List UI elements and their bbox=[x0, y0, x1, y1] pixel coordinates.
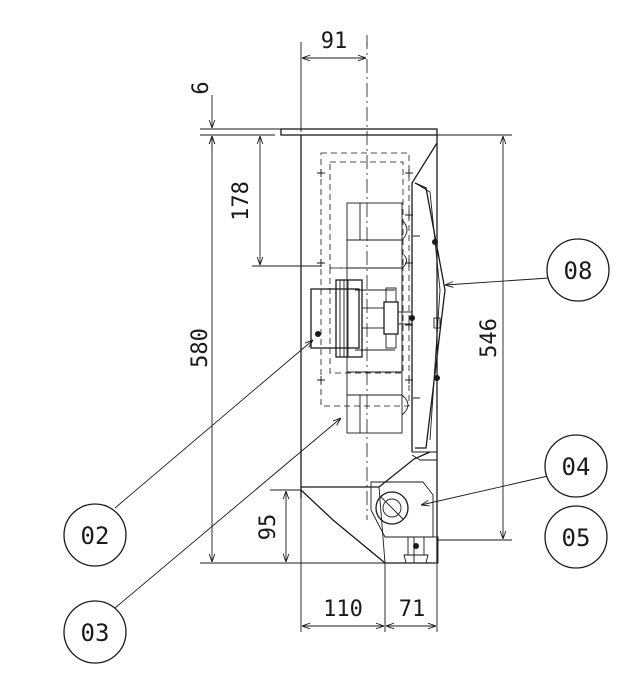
dim-91-label: 91 bbox=[321, 29, 348, 54]
top-plate bbox=[280, 128, 438, 136]
motor-body bbox=[310, 288, 360, 349]
callout-05: 05 bbox=[544, 505, 608, 569]
dim-110-label: 110 bbox=[323, 597, 363, 622]
dim-95-label: 95 bbox=[256, 514, 281, 541]
dim-546-label: 546 bbox=[477, 318, 502, 358]
callout-05-label: 05 bbox=[562, 524, 591, 552]
callout-04-label: 04 bbox=[562, 453, 591, 481]
dimension-546: 546 bbox=[437, 134, 512, 541]
callout-02-label: 02 bbox=[81, 522, 110, 550]
dim-178-label: 178 bbox=[229, 181, 254, 221]
callout-02: 02 bbox=[63, 340, 313, 567]
panel-outline bbox=[414, 182, 446, 449]
callout-03: 03 bbox=[63, 418, 341, 664]
dim-6-label: 6 bbox=[189, 81, 214, 94]
inner-frames bbox=[317, 152, 413, 407]
callout-08: 08 bbox=[445, 238, 610, 302]
callout-04: 04 bbox=[421, 434, 608, 505]
callout-03-label: 03 bbox=[81, 619, 110, 647]
dimension-95: 95 bbox=[256, 489, 301, 562]
dimension-178: 178 bbox=[229, 136, 321, 267]
dim-580-label: 580 bbox=[188, 328, 213, 368]
right-edge bbox=[411, 135, 438, 452]
dimension-91: 91 bbox=[300, 29, 368, 132]
dimension-110-71: 110 71 bbox=[300, 498, 438, 632]
outer-dashed-frame bbox=[320, 152, 410, 407]
dim-71-label: 71 bbox=[399, 597, 426, 622]
callout-08-label: 08 bbox=[564, 257, 593, 285]
motor bbox=[310, 279, 415, 358]
fan-impeller bbox=[346, 202, 409, 434]
dimension-6: 6 bbox=[189, 81, 281, 150]
drain-pump bbox=[370, 481, 434, 564]
bottom-slope bbox=[300, 489, 436, 564]
filter-panel bbox=[413, 182, 446, 449]
pump-circle bbox=[375, 491, 409, 525]
dimension-580: 580 bbox=[188, 136, 385, 564]
body-outline-left bbox=[300, 135, 431, 488]
